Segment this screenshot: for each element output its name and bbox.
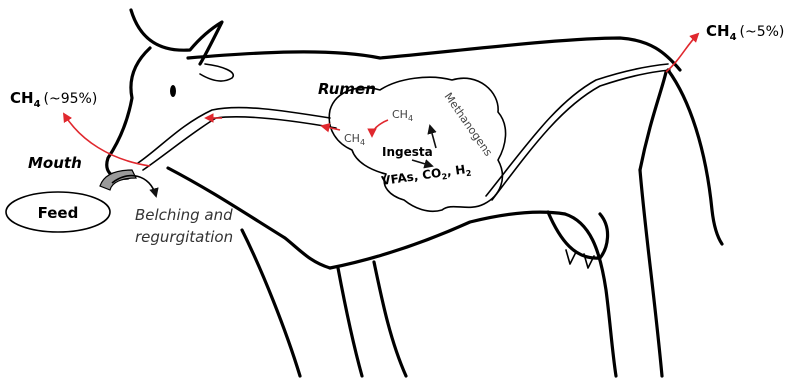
cow-outline — [107, 10, 722, 376]
ch4-mouth-label: CH4(~95%) — [10, 89, 97, 110]
belching-label-line1: Belching and — [135, 206, 233, 224]
rumen-label: Rumen — [318, 80, 376, 98]
ch4-tail-label: CH4(~5%) — [706, 22, 784, 43]
ch4-inner-label-2: CH4 — [344, 132, 365, 147]
cow-rear-leg — [565, 170, 662, 376]
ingesta-to-products-arrow — [412, 160, 432, 166]
ingesta-label: Ingesta — [382, 145, 433, 159]
belching-arrow — [112, 176, 156, 196]
cow-tail — [668, 70, 722, 244]
mouth-label: Mouth — [28, 154, 82, 172]
cow-rump — [640, 72, 666, 170]
esophagus-upper — [138, 108, 330, 163]
feed-label: Feed — [38, 204, 79, 222]
cow-belly — [330, 212, 565, 268]
cow-ear — [200, 64, 233, 81]
cow-eye — [170, 85, 176, 97]
cow-front-leg-2 — [374, 262, 406, 376]
cow-back — [188, 38, 680, 70]
tail-emission-arrow — [666, 34, 698, 72]
mouth-tube — [100, 170, 136, 190]
ch4-inner-label-1: CH4 — [392, 108, 413, 123]
methanogens-label: Methanogens — [442, 90, 495, 159]
belching-label-line2: regurgitation — [135, 228, 233, 246]
esophagus-lower — [143, 117, 336, 170]
inner-ch4-arrow — [372, 120, 388, 136]
products-label: VFAs, CO2, H2 — [380, 162, 472, 190]
